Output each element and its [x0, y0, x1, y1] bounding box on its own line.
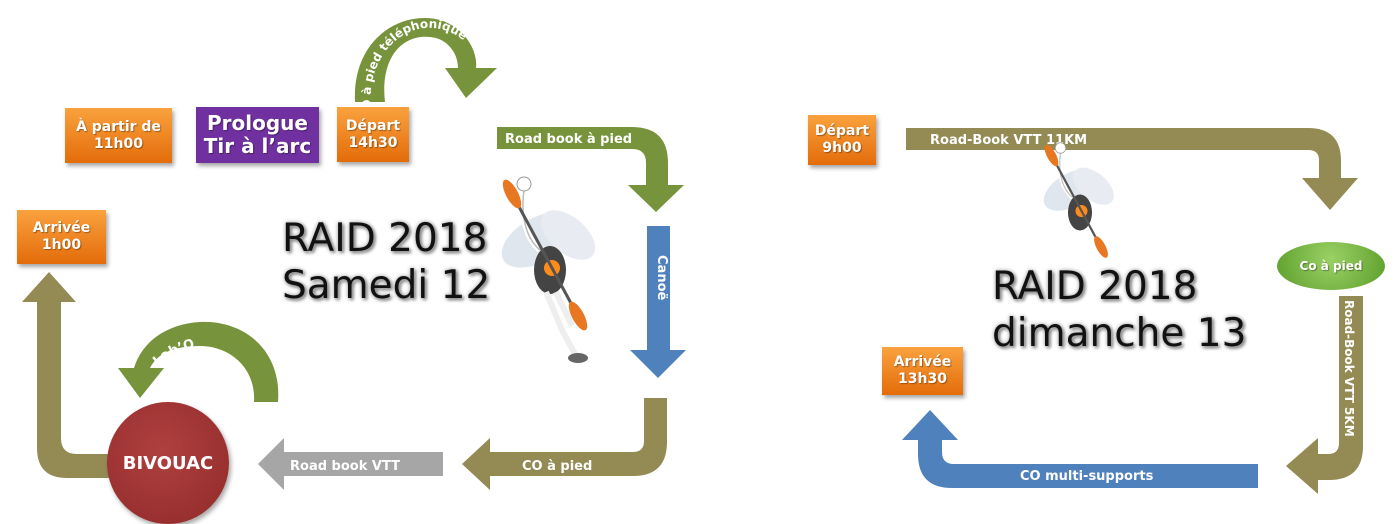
prologue-line2: Tir à l’arc	[203, 134, 312, 158]
road-book-11km-arrow: Road-Book VTT 11KM	[906, 128, 1358, 210]
sunday-title-line2: dimanche 13	[992, 310, 1247, 356]
ostrich-kayaker-mascot-icon	[1043, 142, 1114, 258]
return-to-arrivee-arrow	[22, 272, 112, 478]
lab-o-arrow: Lab’O	[118, 321, 279, 402]
saturday-title: RAID 2018 Samedi 12	[282, 216, 490, 310]
sunday-depart-box: Départ 9h00	[808, 115, 876, 165]
bivouac-label: BIVOUAC	[122, 452, 214, 474]
saturday-depart-box: Départ 14h30	[337, 107, 409, 162]
road-book-vtt-label: Road book VTT	[290, 459, 400, 474]
canoe-label: Canoë	[654, 255, 669, 300]
co-a-pied-node-label: Co à pied	[1299, 259, 1363, 273]
ostrich-kayaker-mascot-icon	[501, 176, 596, 363]
saturday-arrivee-line1: Arrivée	[32, 220, 91, 237]
road-book-vtt-arrow: Road book VTT	[258, 438, 443, 490]
road-book-5km-arrow: Road-Book VTT 5KM	[1286, 296, 1363, 494]
saturday-depart-line2: 14h30	[348, 134, 398, 151]
prologue-line1: Prologue	[207, 111, 308, 135]
sunday-depart-line2: 9h00	[822, 140, 862, 156]
saturday-arrivee-box: Arrivée 1h00	[17, 210, 106, 264]
road-book-pied-arrow: Road book à pied	[497, 127, 684, 212]
co-multi-supports-label: CO multi-supports	[1020, 469, 1154, 484]
co-telephonique-arrow: CO à pied téléphonique	[354, 17, 497, 120]
saturday-title-line2: Samedi 12	[282, 262, 491, 308]
road-book-11km-label: Road-Book VTT 11KM	[930, 133, 1087, 148]
road-book-pied-label: Road book à pied	[505, 132, 632, 147]
start-time-box: À partir de 11h00	[65, 108, 172, 163]
sunday-arrivee-line1: Arrivée	[893, 354, 952, 371]
co-pied-arrow: CO à pied	[462, 398, 667, 490]
sunday-depart-line1: Départ	[814, 123, 870, 140]
road-book-5km-label: Road-Book VTT 5KM	[1342, 300, 1356, 437]
prologue-box: Prologue Tir à l’arc	[196, 107, 319, 163]
bivouac-node: BIVOUAC	[107, 402, 229, 524]
sunday-title: RAID 2018 dimanche 13	[992, 264, 1246, 358]
sunday-title-line1: RAID 2018	[992, 264, 1198, 309]
saturday-depart-line1: Départ	[345, 117, 401, 134]
sunday-arrivee-box: Arrivée 13h30	[882, 347, 963, 395]
co-a-pied-node: Co à pied	[1277, 242, 1385, 290]
start-time-line2: 11h00	[94, 135, 143, 152]
saturday-title-line1: RAID 2018	[282, 216, 488, 261]
start-time-line1: À partir de	[76, 118, 161, 135]
canoe-arrow: Canoë	[630, 226, 686, 378]
sunday-arrivee-line2: 13h30	[898, 371, 947, 387]
co-multi-supports-arrow: CO multi-supports	[902, 410, 1258, 488]
saturday-arrivee-line2: 1h00	[41, 237, 82, 253]
co-pied-label: CO à pied	[522, 459, 592, 474]
